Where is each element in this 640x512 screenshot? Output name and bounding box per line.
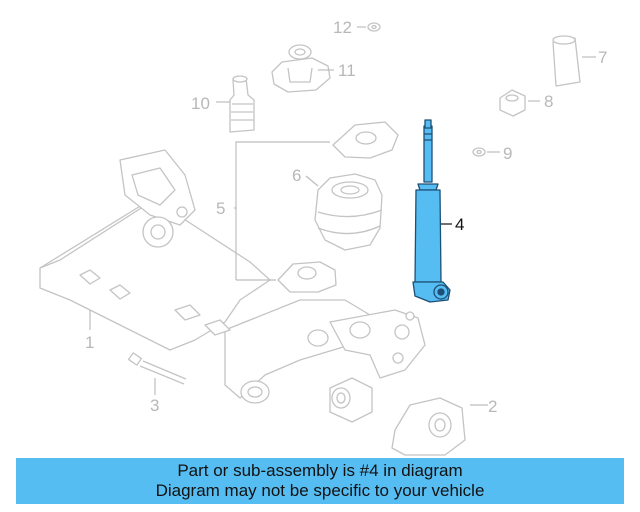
callout-6: 6 <box>292 166 302 185</box>
callout-3: 3 <box>150 396 160 415</box>
part-12-nut[interactable] <box>367 22 381 32</box>
callout-11: 11 <box>338 61 356 80</box>
callout-5: 5 <box>216 199 226 218</box>
callout-2: 2 <box>488 397 498 416</box>
callout-1: 1 <box>85 333 95 352</box>
part-9-nut[interactable] <box>472 147 486 157</box>
callout-10: 10 <box>191 94 210 113</box>
part-6-spring[interactable] <box>314 173 383 251</box>
part-11-upper-mount[interactable] <box>271 44 331 93</box>
callout-9: 9 <box>503 144 513 163</box>
part-1-axle-beam[interactable] <box>39 149 426 404</box>
part-5-spring-seats[interactable] <box>277 121 399 293</box>
callout-7: 7 <box>598 48 608 67</box>
part-8-bushing[interactable] <box>499 89 526 117</box>
callout-8: 8 <box>544 92 554 111</box>
part-7-dust-boot[interactable] <box>552 35 581 87</box>
info-banner: Part or sub-assembly is #4 in diagram Di… <box>16 458 624 504</box>
banner-line-2: Diagram may not be specific to your vehi… <box>155 481 485 500</box>
leader-lines <box>89 26 596 406</box>
part-3-bolt[interactable] <box>127 352 187 385</box>
part-4-shock-absorber[interactable] <box>412 119 451 303</box>
banner-line-1: Part or sub-assembly is #4 in diagram <box>177 461 463 480</box>
callout-12: 12 <box>333 18 352 37</box>
part-10-bump-stop[interactable] <box>229 75 255 133</box>
part-2-bushings[interactable] <box>329 377 466 456</box>
callout-4: 4 <box>455 215 465 234</box>
